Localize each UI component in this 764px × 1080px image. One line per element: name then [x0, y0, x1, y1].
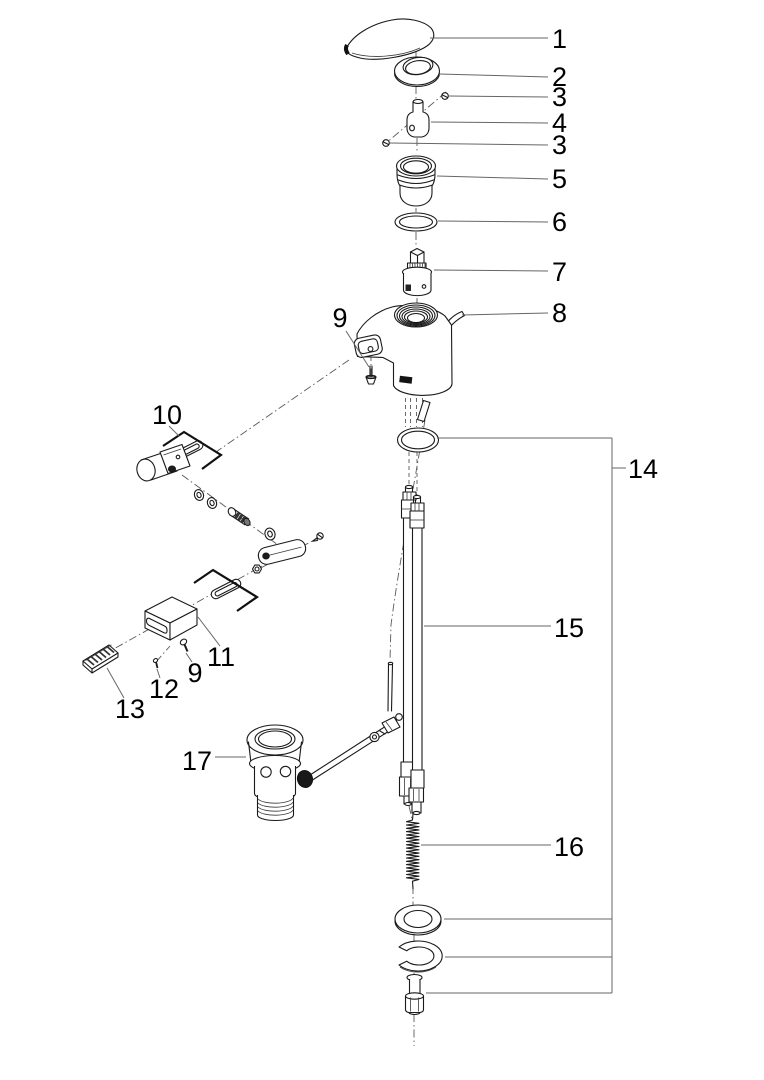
- part-handle-cap-ring: [393, 56, 441, 88]
- ball-joint: [296, 770, 314, 788]
- callout-label-9a: 9: [332, 303, 347, 333]
- callout-label-10: 10: [152, 400, 182, 430]
- part-mounting-washer: [394, 904, 442, 936]
- part-set-screw-upper: [441, 92, 449, 100]
- callout-label-6: 6: [552, 207, 567, 237]
- part-handle-adapter: [406, 98, 430, 138]
- callout-label-13: 13: [115, 694, 145, 724]
- spout-outlet-window: [353, 334, 383, 359]
- callout-label-2: 2: [552, 62, 567, 92]
- callout-label-12: 12: [149, 674, 179, 704]
- faucet-body: [353, 302, 453, 423]
- callout-label-1: 1: [552, 24, 567, 54]
- part-spout-end-housing: [144, 596, 198, 641]
- part-aerator-grid: [82, 644, 119, 674]
- callout-label-5: 5: [552, 164, 567, 194]
- callout-label-11: 11: [207, 642, 235, 672]
- bracket-line-14: [426, 437, 626, 994]
- part-threaded-rod: [405, 813, 420, 890]
- part-rod-clevis: [369, 713, 403, 743]
- callout-label-3b: 3: [552, 130, 567, 160]
- part-insert-holder: [136, 443, 191, 482]
- callout-label-4: 4: [552, 108, 567, 138]
- callout-label-9b: 9: [187, 658, 202, 688]
- part-lever-handle: [343, 18, 435, 60]
- part-mounting-bolt: [404, 973, 425, 1016]
- callout-label-3a: 3: [552, 82, 567, 112]
- part-cartridge: [401, 247, 433, 297]
- part-pull-rod: [387, 661, 394, 712]
- part-grub-screw: [152, 658, 159, 669]
- callout-label-8: 8: [552, 298, 567, 328]
- callout-label-16: 16: [554, 832, 584, 862]
- part-horseshoe-washer: [398, 940, 443, 973]
- part-spout-screw-lower: [179, 638, 189, 652]
- part-cartridge-sleeve: [395, 155, 437, 207]
- leader-lines: [106, 37, 551, 846]
- part-spout-screw-upper: [365, 365, 377, 385]
- callout-label-7: 7: [552, 257, 567, 287]
- callout-labels: 1 2 3 4 3 5 6 7 8 9 10 11 9 12 13 14 15 …: [115, 24, 658, 862]
- callout-label-17: 17: [182, 746, 212, 776]
- rod-guide-tube: [416, 399, 431, 423]
- part-supply-hose-right: [408, 494, 425, 816]
- part-set-screw-lower: [382, 139, 390, 147]
- part-block-screw: [311, 532, 324, 542]
- bracket-group-11: [193, 568, 260, 612]
- brand-logo-plate: [399, 375, 413, 384]
- part-clamp-block: [257, 539, 307, 565]
- callout-label-14: 14: [628, 454, 658, 484]
- part-base-gasket: [396, 427, 440, 453]
- part-o-ring: [394, 212, 438, 232]
- part-flow-regulator: [227, 507, 251, 527]
- bracket-group-10: [162, 430, 223, 470]
- part-slot-plate-lower: [210, 578, 242, 600]
- part-drain-assembly: [246, 724, 314, 822]
- part-washer-small-a: [193, 489, 205, 501]
- callout-label-15: 15: [554, 613, 584, 643]
- part-washer-small-b: [206, 497, 218, 509]
- part-block-nut: [251, 564, 263, 574]
- part-washer-small-c: [264, 527, 276, 541]
